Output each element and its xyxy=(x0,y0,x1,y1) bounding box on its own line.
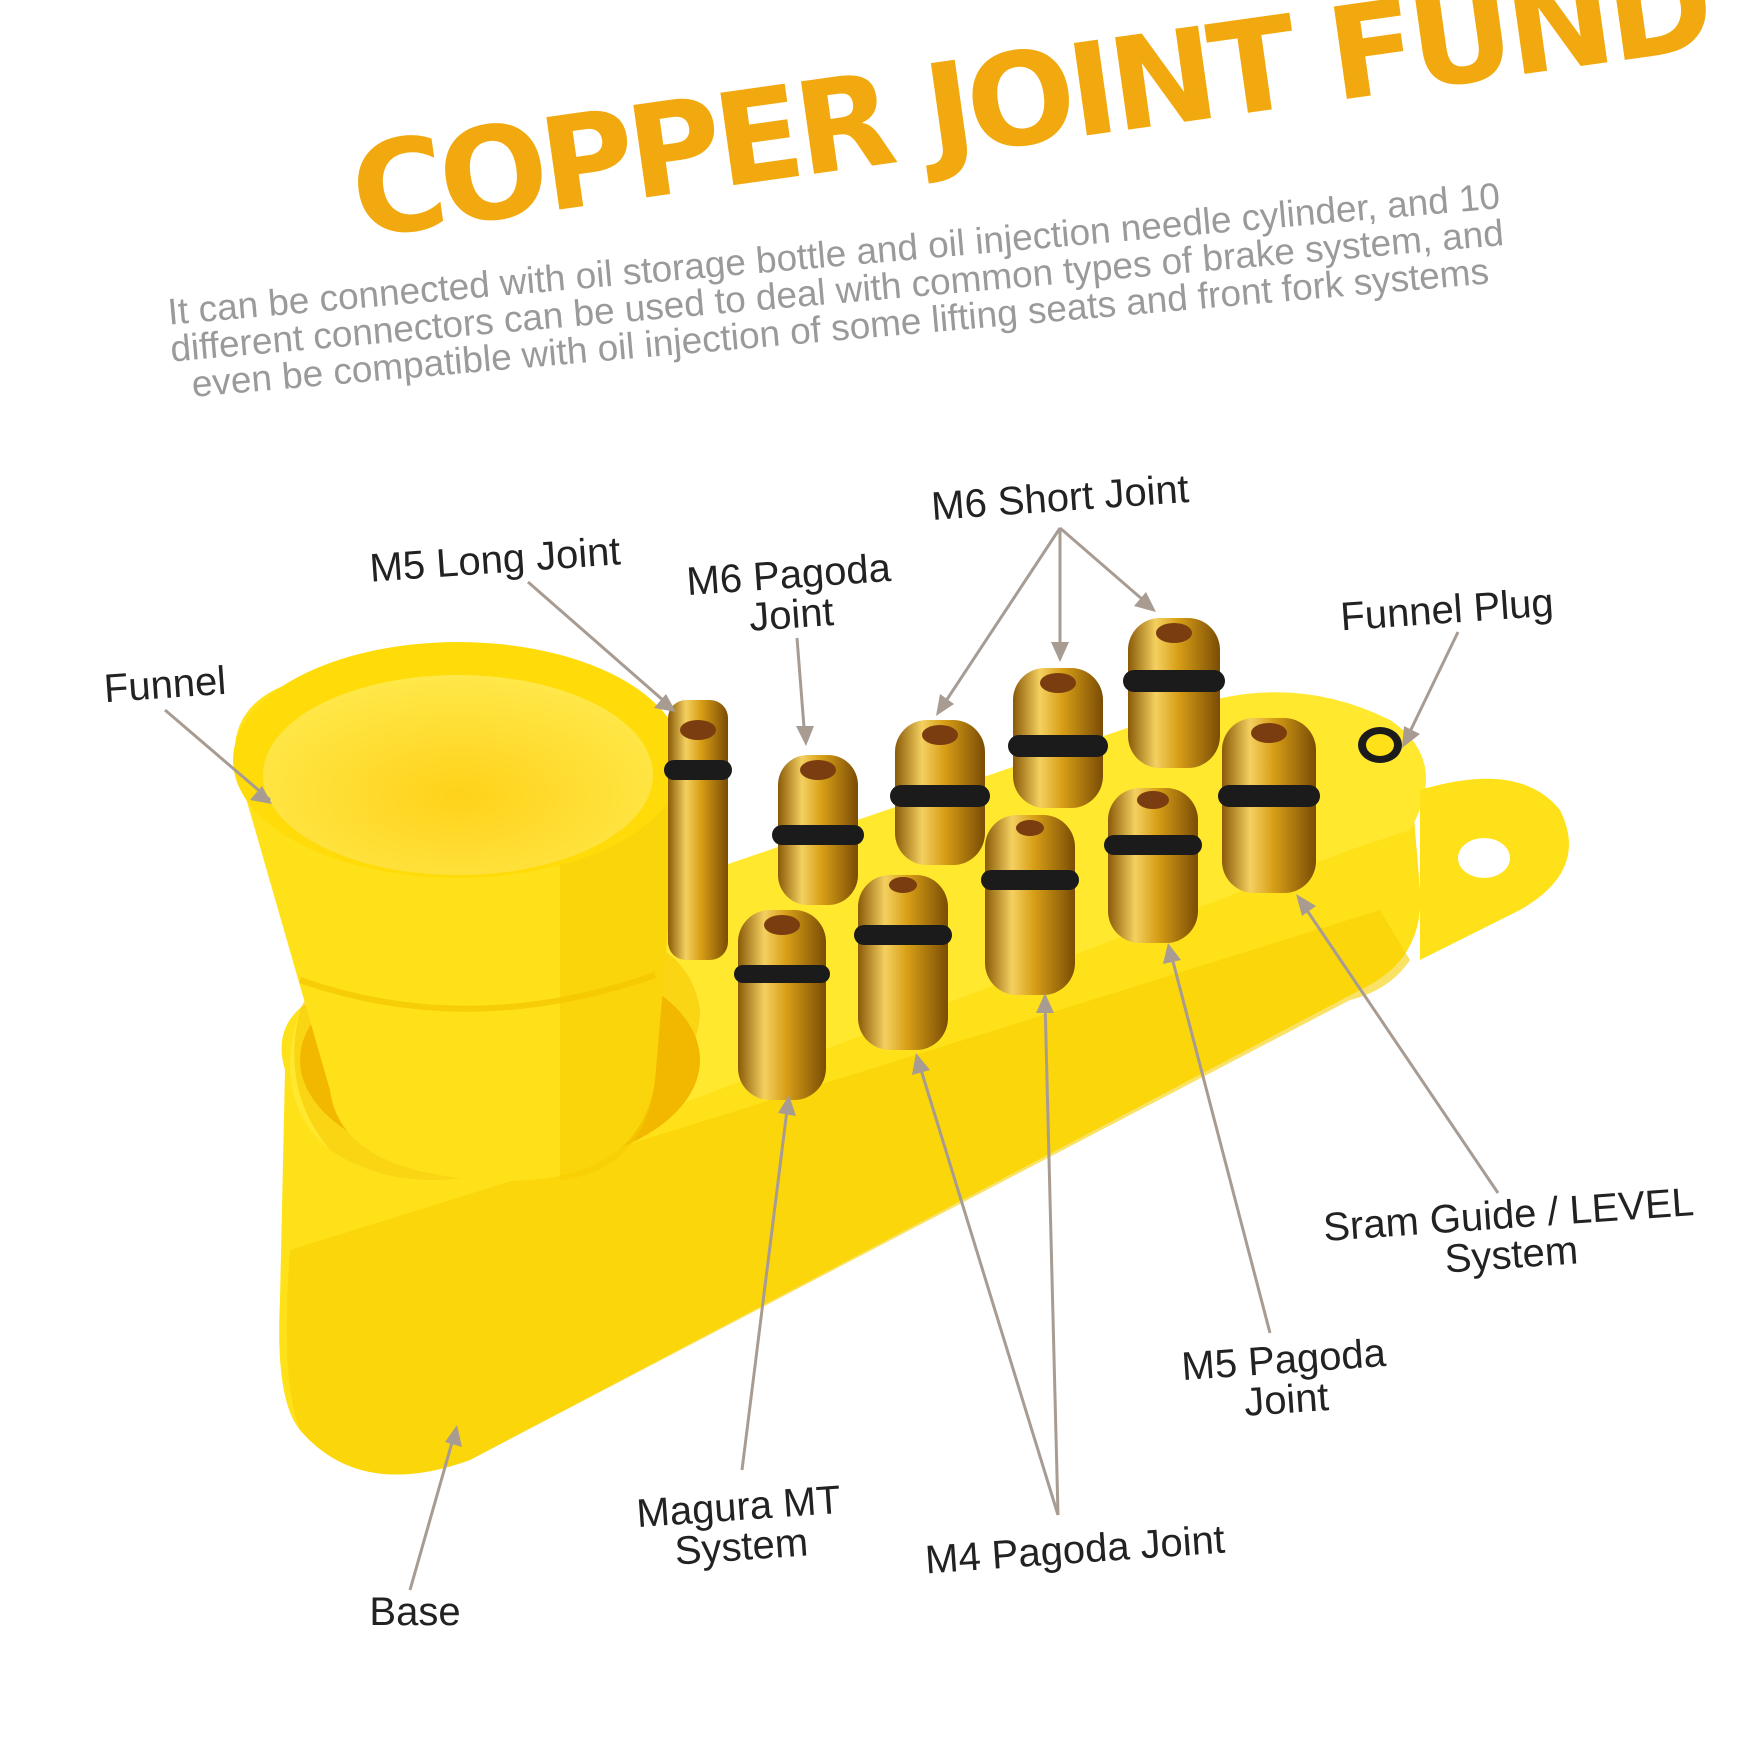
funnel xyxy=(233,642,683,1181)
arrow-m5-pagoda xyxy=(1168,949,1272,1334)
connector-m6-short-2 xyxy=(1008,668,1108,808)
arrow-m4-pagoda-2 xyxy=(1043,999,1060,1516)
arrow-m5-long xyxy=(527,580,673,710)
arrow-base xyxy=(408,1431,457,1591)
connector-sram-guide xyxy=(1218,718,1320,893)
connector-m6-pagoda xyxy=(772,755,864,905)
label-magura-mt: Magura MT System xyxy=(627,1478,852,1574)
label-m6-pagoda-joint: M6 Pagoda Joint xyxy=(677,546,902,642)
connector-m4-pagoda-1 xyxy=(854,875,952,1050)
arrow-m6-pagoda xyxy=(795,637,807,741)
arrow-m4-pagoda-1 xyxy=(916,1059,1060,1516)
base-side-shade xyxy=(286,910,1411,1475)
connector-funnel-plug xyxy=(1358,727,1402,763)
connector-m5-pagoda xyxy=(1104,788,1202,943)
label-m5-pagoda-joint: M5 Pagoda Joint xyxy=(1167,1331,1402,1428)
label-base: Base xyxy=(369,1590,461,1634)
funnel-ridge xyxy=(299,972,656,1012)
arrow-sram-guide xyxy=(1298,899,1500,1194)
hanging-hole xyxy=(1458,838,1510,878)
label-funnel: Funnel xyxy=(102,658,228,712)
arrow-m6-short-1 xyxy=(938,527,1062,711)
arrow-funnel-plug xyxy=(1403,631,1460,743)
connector-magura-mt xyxy=(734,910,830,1100)
callout-arrows xyxy=(164,526,1500,1591)
arrow-funnel xyxy=(164,708,271,802)
connector-m4-pagoda-2 xyxy=(981,815,1079,995)
funnel-inner xyxy=(263,675,653,875)
connector-m5-long xyxy=(664,700,732,960)
arrow-magura xyxy=(740,1101,790,1471)
connectors xyxy=(664,618,1402,1100)
arrow-m6-short-3 xyxy=(1059,526,1151,608)
connector-m6-short-1 xyxy=(890,720,990,865)
connector-m6-short-3 xyxy=(1123,618,1225,768)
